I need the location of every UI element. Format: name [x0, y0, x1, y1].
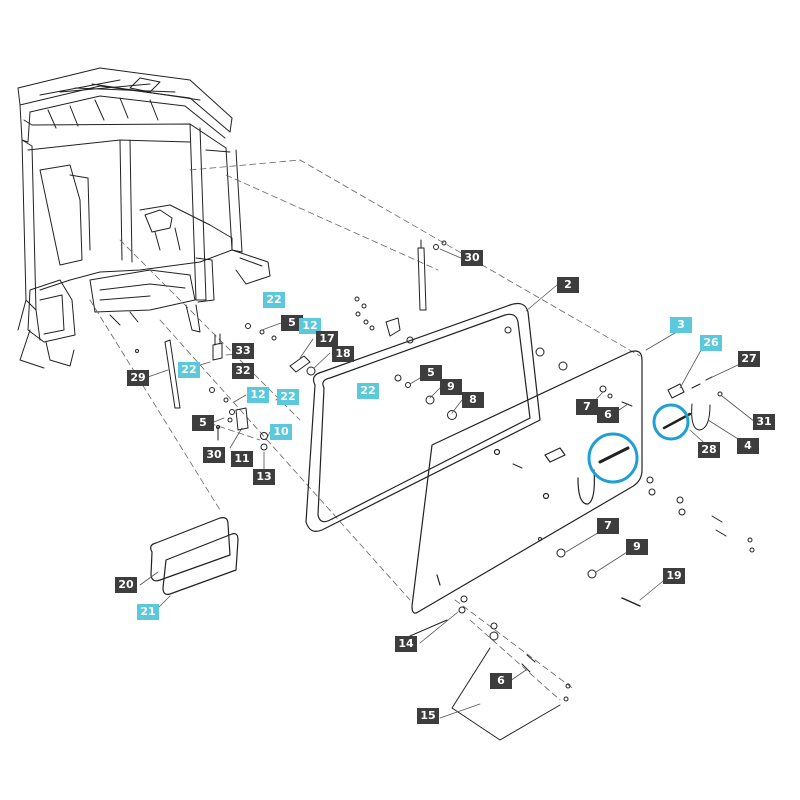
callout-12: 12	[299, 318, 321, 334]
gas-strut-upper	[417, 239, 447, 311]
bottom-hardware	[409, 595, 571, 741]
highlight-circle-door-rod	[587, 432, 639, 484]
callout-13: 13	[253, 469, 275, 485]
callout-31: 31	[753, 414, 775, 430]
middle-hardware	[354, 296, 568, 420]
callout-26: 26	[700, 335, 722, 351]
cab-frame	[17, 67, 271, 369]
callout-6: 6	[490, 673, 512, 689]
callout-5: 5	[420, 365, 442, 381]
small-window	[150, 517, 239, 595]
callout-22: 22	[263, 292, 285, 308]
callout-30: 30	[203, 447, 225, 463]
callout-9: 9	[626, 539, 648, 555]
hinge-parts	[662, 376, 723, 431]
callout-29: 29	[127, 370, 149, 386]
glass-door-panel	[411, 350, 643, 614]
callout-33: 33	[232, 343, 254, 359]
leader-lines	[139, 248, 756, 719]
callout-22: 22	[357, 383, 379, 399]
callout-20: 20	[115, 577, 137, 593]
callout-22: 22	[178, 362, 200, 378]
callout-10: 10	[270, 424, 292, 440]
callout-30: 30	[461, 250, 483, 266]
callout-27: 27	[738, 351, 760, 367]
callout-6: 6	[597, 407, 619, 423]
callout-9: 9	[440, 379, 462, 395]
projection-lines	[89, 159, 641, 701]
callout-15: 15	[417, 708, 439, 724]
callout-4: 4	[737, 438, 759, 454]
callout-21: 21	[137, 604, 159, 620]
highlight-circles	[587, 403, 690, 484]
callout-11: 11	[231, 451, 253, 467]
callout-8: 8	[462, 392, 484, 408]
callout-7: 7	[597, 518, 619, 534]
highlight-circle-hinge-rod	[652, 403, 690, 441]
callout-3: 3	[670, 317, 692, 333]
callout-32: 32	[232, 363, 254, 379]
left-hardware	[135, 323, 316, 451]
callout-18: 18	[332, 346, 354, 362]
window-seal-frame	[305, 302, 541, 532]
callout-19: 19	[663, 568, 685, 584]
callout-2: 2	[557, 277, 579, 293]
callout-17: 17	[316, 331, 338, 347]
callout-22: 22	[277, 389, 299, 405]
callout-28: 28	[698, 442, 720, 458]
callout-5: 5	[192, 415, 214, 431]
callout-14: 14	[395, 636, 417, 652]
door-bolts	[512, 385, 755, 607]
callout-12: 12	[247, 387, 269, 403]
callout-7: 7	[576, 399, 598, 415]
callout-5: 5	[281, 315, 303, 331]
